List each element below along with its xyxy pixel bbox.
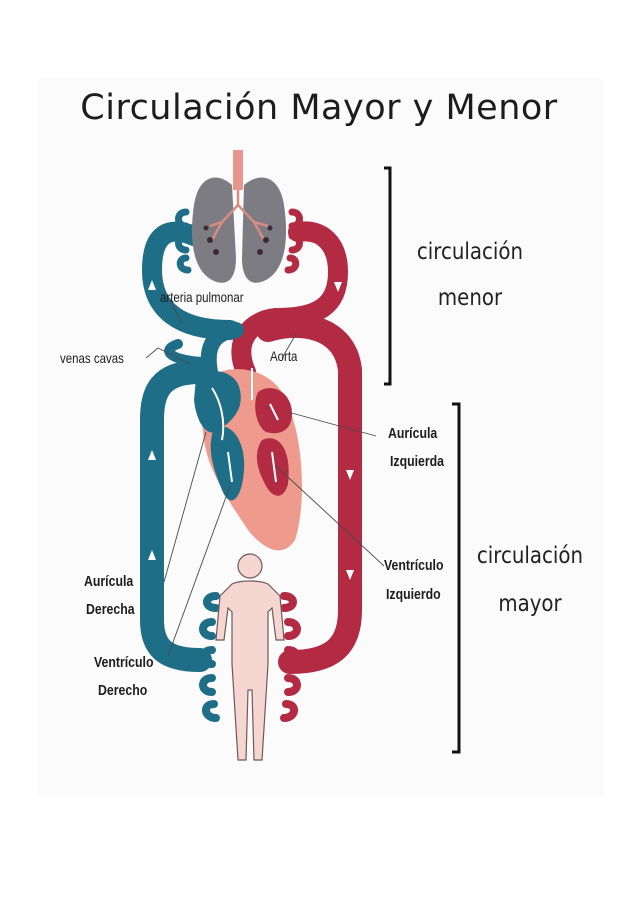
vena-cava-loop bbox=[140, 339, 212, 672]
body-capillaries bbox=[199, 592, 301, 722]
pulmonary-red bbox=[266, 221, 348, 328]
label-ventriculo-derecho-1: Ventrículo bbox=[94, 654, 154, 671]
bracket-label-mayor-2: mayor bbox=[498, 591, 562, 617]
label-auricula-derecha-1: Aurícula bbox=[84, 573, 134, 590]
label-auricula-izquierda-2: Izquierda bbox=[390, 453, 445, 470]
bracket-label-menor-1: circulación bbox=[416, 239, 524, 265]
pulmonary-blue bbox=[142, 221, 244, 380]
lungs-icon bbox=[191, 150, 287, 283]
label-venas-cavas: venas cavas bbox=[60, 350, 124, 366]
bracket-label-menor-2: menor bbox=[437, 285, 503, 311]
bracket-mayor bbox=[452, 402, 461, 754]
lung-capillaries bbox=[175, 208, 303, 274]
label-ventriculo-derecho-2: Derecho bbox=[98, 682, 148, 699]
label-auricula-izquierda-1: Aurícula bbox=[388, 425, 438, 442]
human-body-icon bbox=[215, 553, 285, 761]
flow-arrows bbox=[148, 280, 354, 580]
leader-lines bbox=[145, 299, 385, 657]
image-backdrop bbox=[38, 78, 604, 798]
heart-icon bbox=[194, 368, 302, 551]
diagram-title: Circulación Mayor y Menor bbox=[80, 88, 558, 128]
label-arteria-pulmonar: arteria pulmonar bbox=[160, 289, 244, 305]
bracket-label-mayor-1: circulación bbox=[476, 543, 584, 569]
label-auricula-derecha-2: Derecha bbox=[86, 601, 135, 618]
label-ventriculo-izquierdo-2: Izquierdo bbox=[386, 586, 441, 603]
label-ventriculo-izquierdo-1: Ventrículo bbox=[384, 557, 444, 574]
label-aorta: Aorta bbox=[270, 348, 298, 364]
bracket-menor bbox=[384, 166, 392, 386]
